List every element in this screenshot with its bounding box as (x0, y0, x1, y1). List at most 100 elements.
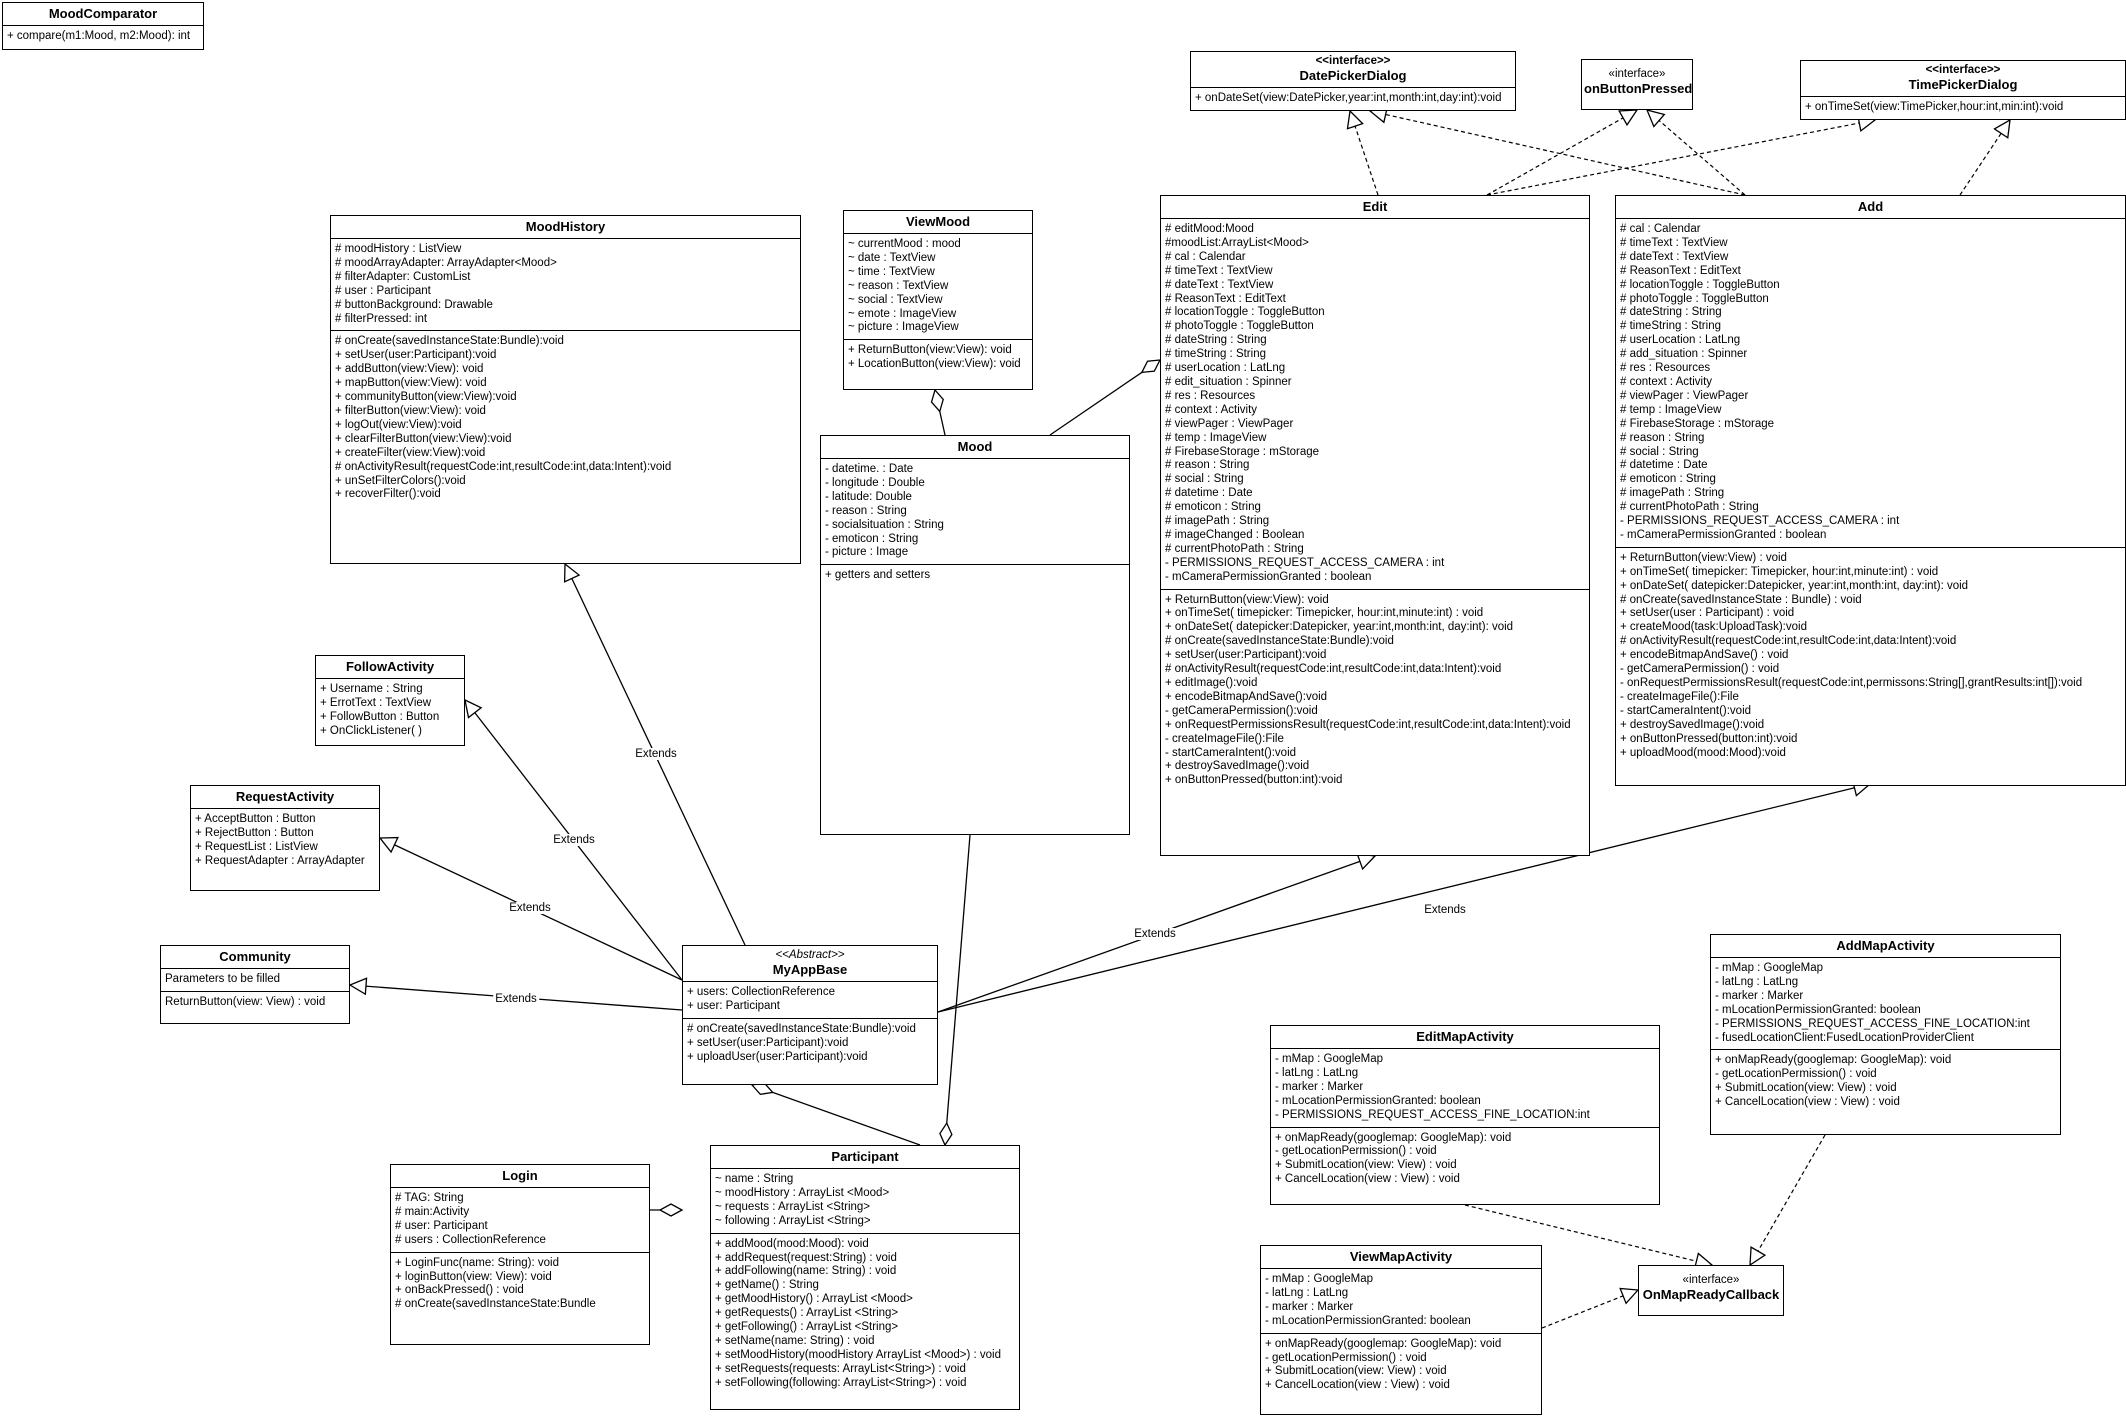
method: # onActivityResult(requestCode:int,resul… (335, 460, 672, 473)
class-view-map-activity: ViewMapActivity - mMap : GoogleMap- latLn… (1260, 1245, 1542, 1415)
attribute: # locationToggle : ToggleButton (1620, 278, 1780, 291)
class-header: <<Abstract>>MyAppBase (683, 946, 937, 982)
class-header: Add (1616, 196, 2125, 219)
method: + onButtonPressed(button:int):void (1620, 732, 1798, 745)
attribute: # imagePath : String (1165, 515, 1270, 528)
method: + setRequests(requests: ArrayList<String… (715, 1362, 966, 1375)
attribute: ~ reason : TextView (848, 279, 949, 292)
method: + ReturnButton(view:View) : void (1620, 551, 1787, 564)
class-date-picker-dialog: <<interface>>DatePickerDialog+ onDateSet… (1190, 51, 1516, 111)
attribute: - socialsituation : String (825, 518, 944, 531)
method: + onDateSet( datepicker:Datepicker, year… (1165, 621, 1514, 634)
attribute: # datetime : Date (1165, 487, 1253, 500)
attribute: # locationToggle : ToggleButton (1165, 306, 1325, 319)
class-name: Login (502, 1168, 538, 1183)
attribute: - mMap : GoogleMap (1715, 962, 1824, 974)
method: + destroySavedImage():void (1165, 760, 1310, 773)
methods-section: + ReturnButton(view:View): void+ onTimeS… (1161, 590, 1589, 793)
attribute: # photoToggle : ToggleButton (1165, 320, 1314, 333)
methods-section: + compare(m1:Mood, m2:Mood): int (3, 26, 203, 48)
class-name: MoodComparator (48, 6, 158, 21)
attribute: ~ time : TextView (848, 265, 935, 278)
attributes-section: # cal : Calendar# timeText : TextView# d… (1616, 219, 2125, 548)
attribute: # editMood:Mood (1165, 223, 1254, 235)
attribute: ~ picture : ImageView (848, 321, 959, 334)
attributes-section: - mMap : GoogleMap- latLng : LatLng- mar… (1711, 958, 2060, 1051)
attribute: - emoticon : String (825, 532, 919, 545)
attributes-section: - mMap : GoogleMap- latLng : LatLng- mar… (1261, 1269, 1541, 1334)
attribute: # reason : String (1165, 459, 1250, 472)
class-name: EditMapActivity (1416, 1029, 1514, 1044)
attribute: # userLocation : LatLng (1620, 334, 1741, 347)
generalization-line (937, 783, 1871, 1013)
method: + ReturnButton(view:View): void (848, 344, 1012, 357)
edge-label-extends: Extends (493, 993, 539, 1005)
attribute: # temp : ImageView (1165, 431, 1267, 444)
edge-label-extends: Extends (1132, 928, 1178, 940)
class-name: onButtonPressed (1584, 81, 1693, 96)
method: + onMapReady(googlemap: GoogleMap): void (1715, 1054, 1952, 1067)
methods-section: + onMapReady(googlemap: GoogleMap): void… (1261, 1334, 1541, 1398)
method: + setUser(user:Participant):void (687, 1036, 849, 1049)
class-name: ViewMapActivity (1349, 1249, 1453, 1264)
attribute: # moodArrayAdapter: ArrayAdapter<Mood> (335, 256, 557, 269)
method: + getters and setters (825, 569, 931, 582)
attribute: # ReasonText : EditText (1165, 292, 1286, 305)
attributes-section: # editMood:Mood#moodList:ArrayList<Mood>… (1161, 219, 1589, 590)
methods-section: ReturnButton(view: View) : void (161, 992, 349, 1014)
class-name: MoodHistory (525, 219, 606, 234)
method: + editImage():void (1165, 677, 1258, 689)
attribute: # timeString : String (1620, 320, 1721, 333)
method: + createFilter(view:View):void (335, 446, 486, 459)
attribute: # FirebaseStorage : mStorage (1165, 445, 1320, 458)
method: - startCameraIntent():void (1165, 746, 1297, 759)
class-header: «interface»onButtonPressed (1582, 60, 1692, 100)
attributes-section: # moodHistory : ListView# moodArrayAdapt… (331, 239, 800, 332)
attribute: # emoticon : String (1165, 501, 1261, 514)
class-name: AddMapActivity (1836, 938, 1935, 953)
attribute: - mCameraPermissionGranted : boolean (1165, 570, 1372, 583)
methods-section: + onTimeSet(view:TimePicker,hour:int,min… (1801, 97, 2125, 119)
class-follow-activity: FollowActivity+ Username : String+ Errot… (315, 655, 465, 746)
methods-section: + addMood(mood:Mood): void+ addRequest(r… (711, 1234, 1019, 1395)
class-header: EditMapActivity (1271, 1026, 1659, 1049)
method: + CancelLocation(view : View) : void (1265, 1379, 1450, 1392)
method: + LocationButton(view:View): void (848, 358, 1021, 371)
generalization-arrowhead (563, 562, 581, 583)
attribute: # timeText : TextView (1165, 264, 1273, 277)
attributes-section: - mMap : GoogleMap- latLng : LatLng- mar… (1271, 1049, 1659, 1128)
method: + CancelLocation(view : View) : void (1275, 1173, 1460, 1186)
attribute: + users: CollectionReference (687, 986, 835, 998)
attribute: # social : String (1165, 473, 1244, 486)
class-add-map-activity: AddMapActivity - mMap : GoogleMap- latLng… (1710, 934, 2061, 1135)
class-header: «interface»OnMapReadyCallback (1639, 1266, 1783, 1306)
method: + onMapReady(googlemap: GoogleMap): void (1275, 1131, 1512, 1144)
class-name: Participant (831, 1149, 899, 1164)
realization-arrowhead (1645, 109, 1666, 128)
attribute: # currentPhotoPath : String (1165, 542, 1304, 555)
attribute: # cal : Calendar (1165, 250, 1246, 263)
generalization-arrowhead (464, 698, 483, 719)
attribute: - longitude : Double (825, 476, 925, 489)
class-header: MoodComparator (3, 3, 203, 26)
method: - getLocationPermission() : void (1265, 1351, 1427, 1364)
attribute: # viewPager : ViewPager (1620, 389, 1749, 402)
generalization-arrowhead (1356, 853, 1377, 871)
class-stereotype: «interface» (1682, 1274, 1740, 1286)
attribute: + RejectButton : Button (195, 826, 314, 839)
attribute: # users : CollectionReference (395, 1233, 546, 1246)
edge-label-extends: Extends (633, 748, 679, 760)
class-name: Add (1857, 199, 1884, 214)
edge-label-extends: Extends (551, 834, 597, 846)
attribute: # filterAdapter: CustomList (335, 270, 471, 283)
method: + SubmitLocation(view: View) : void (1275, 1159, 1457, 1172)
aggregation-diamond (658, 1203, 684, 1217)
class-add: Add # cal : Calendar# timeText : TextView… (1615, 195, 2126, 786)
class-header: MoodHistory (331, 216, 800, 239)
method: - createImageFile():File (1165, 732, 1284, 745)
method: + filterButton(view:View): void (335, 404, 486, 417)
method: # onCreate(savedInstanceState : Bundle) … (1620, 593, 1862, 606)
aggregation-line (944, 834, 971, 1146)
class-edit-map-activity: EditMapActivity - mMap : GoogleMap- latLn… (1270, 1025, 1660, 1205)
